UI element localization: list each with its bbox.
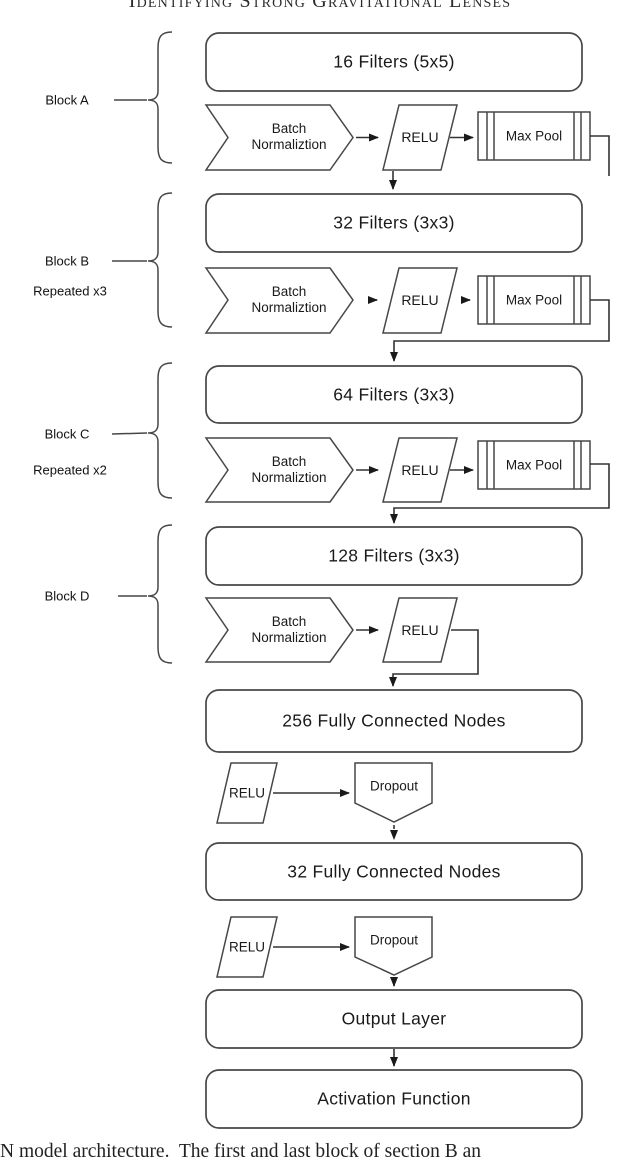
activation-function-label: Activation Function: [317, 1088, 471, 1109]
batch-norm-label-a-line1: Batch: [271, 121, 307, 136]
relu-shape-d: [382, 597, 458, 663]
connector-pool-b-to-64-filters: [390, 299, 610, 362]
fc-box-256-nodes-label: 256 Fully Connected Nodes: [282, 710, 506, 731]
max-pool-label-a: Max Pool: [505, 128, 563, 144]
dropout-shape-1: [354, 762, 433, 823]
connector-pool-c-to-128-filters: [390, 463, 610, 524]
conv-box-32-filters: [205, 193, 583, 253]
output-layer-box: [205, 989, 583, 1049]
batch-norm-shape-d: [204, 597, 354, 663]
output-layer-label: Output Layer: [341, 1008, 447, 1029]
dropout-shape-2: [354, 916, 433, 976]
relu-label-b: RELU: [401, 292, 439, 308]
block-b-repeat-label: Repeated x3: [33, 283, 107, 299]
conv-box-128-filters-label: 128 Filters (3x3): [328, 545, 460, 566]
running-head: Identifying Strong Gravitational Lenses: [128, 0, 512, 12]
fc-box-256-nodes: [205, 689, 583, 753]
max-pool-label-c: Max Pool: [505, 457, 563, 473]
conv-box-16-filters-label: 16 Filters (5x5): [333, 51, 455, 72]
block-a-label: Block A: [45, 92, 89, 108]
relu-label-c: RELU: [401, 462, 439, 478]
batch-norm-label-a: Batch Normaliztion: [251, 121, 326, 153]
fc-box-32-nodes-label: 32 Fully Connected Nodes: [287, 861, 501, 882]
block-a-brace: [147, 31, 173, 164]
max-pool-shape-a: [477, 111, 591, 161]
batch-norm-label-c: Batch Normaliztion: [251, 454, 326, 486]
relu-label-fc2: RELU: [228, 939, 266, 955]
fc-box-32-nodes: [205, 842, 583, 901]
activation-box: [205, 1069, 583, 1129]
batch-norm-shape-b: [204, 267, 354, 334]
block-c-label: Block C: [44, 426, 90, 442]
block-c-brace: [147, 362, 173, 499]
batch-norm-label-c-line1: Batch: [271, 454, 307, 469]
batch-norm-shape-a: [204, 104, 354, 171]
conv-box-32-filters-label: 32 Filters (3x3): [333, 212, 455, 233]
batch-norm-label-a-line2: Normaliztion: [251, 137, 327, 152]
block-c-repeat-label: Repeated x2: [33, 462, 107, 478]
block-b-label: Block B: [44, 253, 90, 269]
max-pool-shape-b: [477, 275, 591, 325]
figure-caption-fragment: N model architecture. The first and last…: [0, 1141, 482, 1162]
relu-shape-fc1: [216, 762, 278, 824]
block-b-brace: [147, 192, 173, 328]
relu-shape-fc2: [216, 916, 278, 978]
batch-norm-label-d: Batch Normaliztion: [251, 614, 326, 646]
relu-shape-c: [382, 437, 458, 503]
connector-relu-d-to-fc256: [389, 629, 479, 687]
dropout-label-1: Dropout: [369, 778, 419, 794]
block-d-brace: [147, 524, 173, 664]
relu-label-a: RELU: [401, 129, 439, 145]
batch-norm-label-d-line2: Normaliztion: [251, 630, 327, 645]
block-c-tick: [111, 432, 148, 435]
dropout-label-2: Dropout: [369, 932, 419, 948]
batch-norm-label-d-line1: Batch: [271, 614, 307, 629]
batch-norm-label-b-line2: Normaliztion: [251, 300, 327, 315]
relu-label-d: RELU: [401, 622, 439, 638]
max-pool-label-b: Max Pool: [505, 292, 563, 308]
batch-norm-shape-c: [204, 437, 354, 503]
batch-norm-label-b: Batch Normaliztion: [251, 284, 326, 316]
relu-shape-a: [382, 104, 458, 171]
block-d-label: Block D: [44, 588, 90, 604]
batch-norm-label-b-line1: Batch: [271, 284, 307, 299]
conv-box-64-filters: [205, 365, 583, 424]
relu-shape-b: [382, 267, 458, 334]
conv-box-16-filters: [205, 32, 583, 92]
max-pool-shape-c: [477, 440, 591, 490]
conv-box-128-filters: [205, 526, 583, 586]
relu-label-fc1: RELU: [228, 785, 266, 801]
batch-norm-label-c-line2: Normaliztion: [251, 470, 327, 485]
connector-pool-a-out: [590, 135, 610, 176]
conv-box-64-filters-label: 64 Filters (3x3): [333, 384, 455, 405]
